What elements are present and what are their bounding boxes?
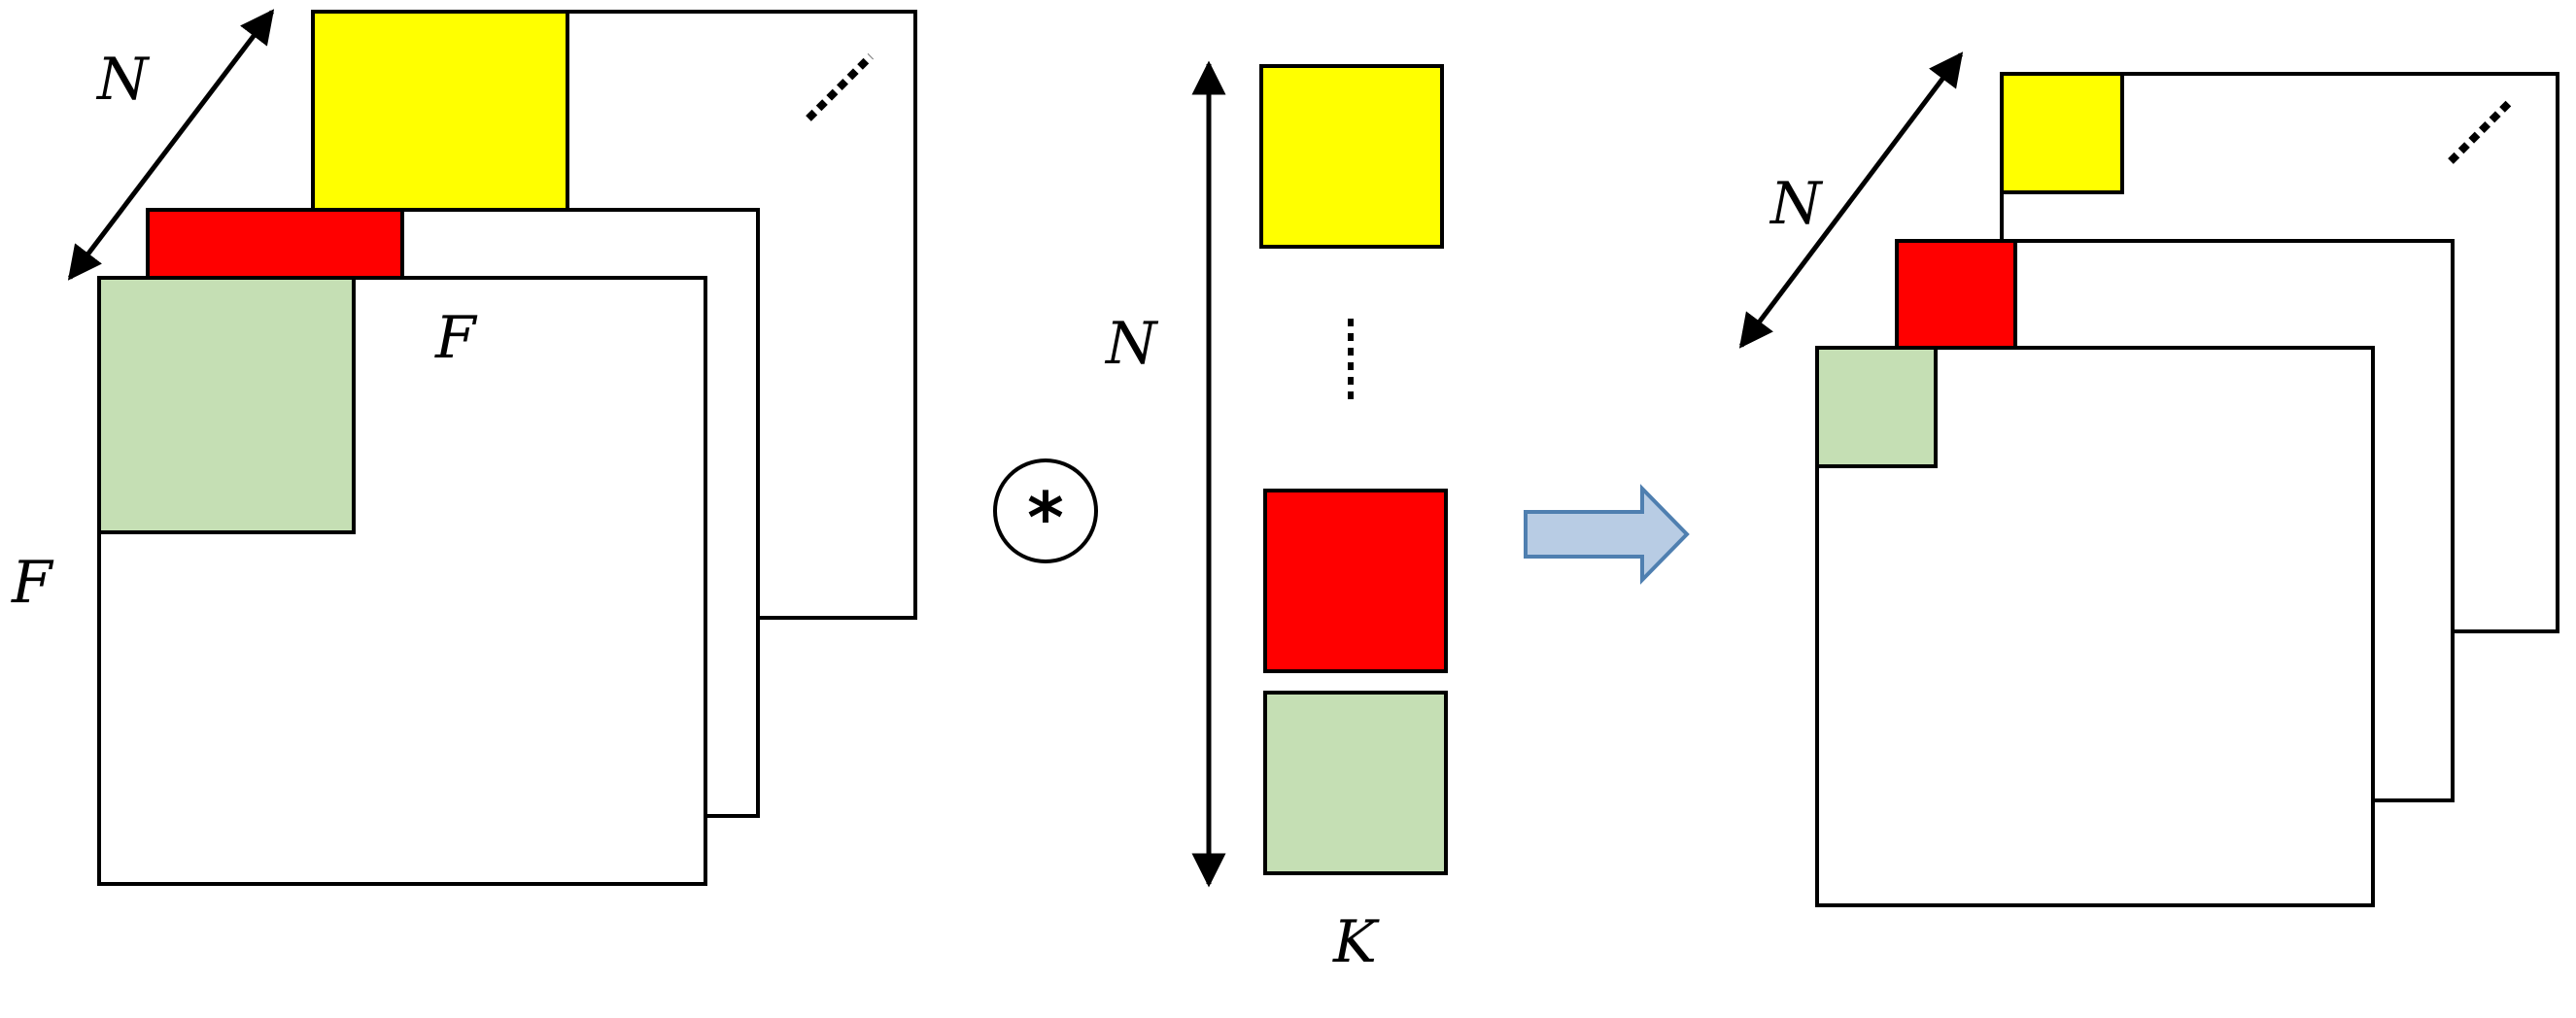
output-patch-yellow xyxy=(2000,72,2124,194)
convolution-operator: * xyxy=(993,458,1098,563)
kernel-count-label: N xyxy=(1104,310,1159,378)
input-depth-label: N xyxy=(95,46,151,114)
kernel-yellow xyxy=(1259,64,1444,249)
kernel-column xyxy=(1259,64,1448,875)
kernel-green xyxy=(1263,691,1448,875)
input-width-label: F xyxy=(434,304,478,372)
kernel-red xyxy=(1263,489,1448,673)
input-patch-yellow xyxy=(311,10,569,214)
input-feature-stack xyxy=(97,10,917,886)
kernel-size-label: K xyxy=(1332,908,1380,976)
output-patch-green xyxy=(1815,346,1938,468)
operator-circle xyxy=(993,458,1098,563)
output-depth-arrow xyxy=(1738,51,1964,349)
operator-symbol: * xyxy=(1027,477,1064,559)
output-depth-label: N xyxy=(1769,170,1824,238)
input-patch-green xyxy=(97,276,356,534)
output-feature-stack xyxy=(1815,72,2559,907)
input-patch-red xyxy=(146,208,404,280)
input-depth-arrow xyxy=(67,9,275,281)
input-ellipsis-dots xyxy=(806,53,874,121)
input-height-label: F xyxy=(11,549,54,617)
output-patch-red xyxy=(1895,239,2017,350)
result-arrow xyxy=(1524,484,1690,585)
